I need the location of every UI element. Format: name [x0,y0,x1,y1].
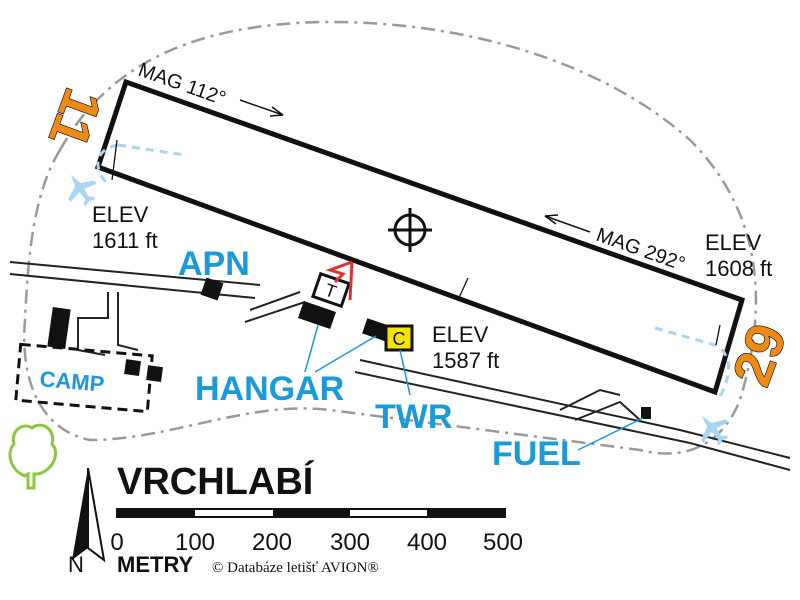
camp-building-1 [47,306,71,350]
apron-label: APN [178,245,250,283]
runway-number-11: 11 [36,80,113,155]
elev-east: ELEV 1608 ft [705,230,772,281]
camp-building-2 [124,359,142,377]
road [9,261,791,471]
north-label: N [68,552,84,577]
camp-area [14,342,154,414]
apron-building [200,277,224,301]
camp-label: CAMP [39,366,106,397]
elev-west: ELEV 1611 ft [92,202,158,253]
landing-t-box [311,271,351,309]
hangar-building-2 [362,318,392,342]
circuit-west-tail [117,143,186,157]
elev-west-label: ELEV [92,202,149,227]
hangar-label: HANGAR [195,370,344,408]
scale-tick-500: 500 [483,529,523,556]
copyright-text: © Databáze letišť AVION® [212,560,379,576]
elev-center-label: ELEV [432,322,489,347]
circuit-west [96,143,119,187]
units-label: METRY [117,552,194,577]
elev-east-label: ELEV [705,230,762,255]
aircraft-icon-west [68,174,97,207]
map-title: VRCHLABÍ [117,459,315,503]
scale-tick-400: 400 [407,529,447,556]
scale-tick-200: 200 [252,529,292,556]
runway [94,78,746,396]
north-arrow-icon: N [68,467,106,577]
tree-icon [8,423,57,490]
fuel-leader [577,417,644,451]
elev-center-value: 1587 ft [432,348,499,373]
scale-tick-0: 0 [110,529,123,556]
tower-leader [399,349,411,396]
tower-label: TWR [375,398,452,436]
aerodrome-reference-point [388,208,432,252]
scale-tick-300: 300 [330,529,370,556]
elev-center: ELEV 1587 ft [432,277,499,373]
camp-building-3 [146,365,164,383]
elev-west-tick [111,139,118,181]
windsock-icon [325,260,354,301]
scale-bar [116,508,506,518]
hangar-building-1 [297,300,337,330]
fuel-station-icon [641,407,651,419]
rwy-11-text: 11 [37,81,113,155]
elev-west-value: 1611 ft [92,228,158,253]
aircraft-icon-east [701,415,729,446]
hangar-leader-1 [304,324,319,373]
hangar-leader-2 [314,335,377,373]
elev-east-tick [715,324,721,346]
circuit-east [654,326,730,401]
scale-tick-100: 100 [175,529,215,556]
elev-east-value: 1608 ft [705,256,772,281]
camp-access-road [77,292,139,356]
tower-marker-letter: C [393,329,406,349]
scale-tick-labels: 0 100 200 300 400 500 [110,529,523,556]
tower-marker [384,324,414,352]
fuel-label: FUEL [492,435,581,473]
